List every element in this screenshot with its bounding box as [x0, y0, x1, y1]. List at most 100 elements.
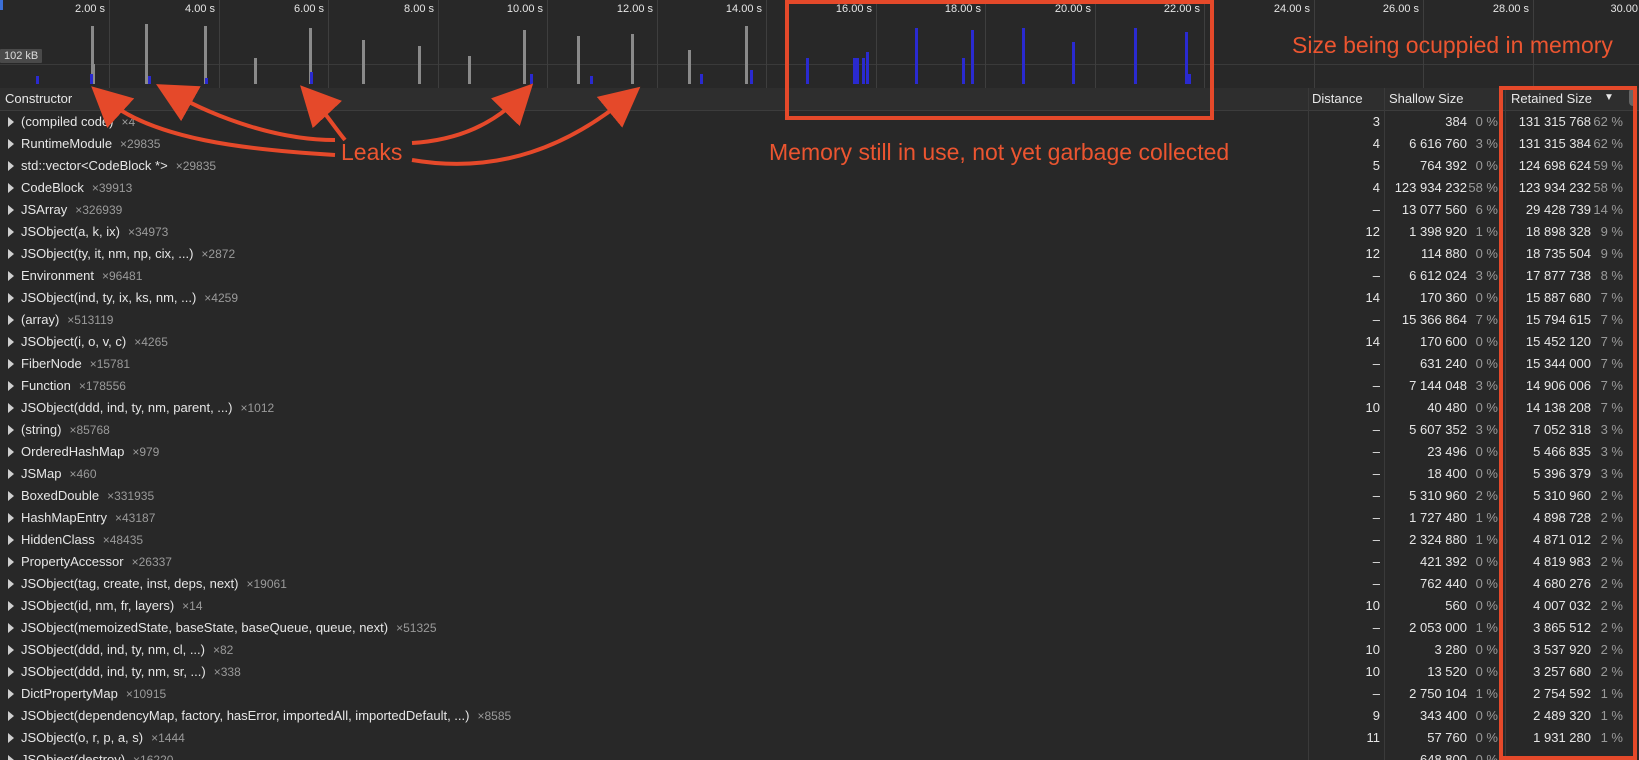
shallow-size-value: 2 053 000 [1409, 620, 1467, 635]
table-row[interactable]: JSObject(ddd, ind, ty, nm, parent, ...)×… [0, 397, 1639, 419]
instance-count: ×331935 [107, 489, 155, 503]
expand-triangle-icon[interactable] [8, 733, 14, 743]
expand-triangle-icon[interactable] [8, 535, 14, 545]
expand-triangle-icon[interactable] [8, 205, 14, 215]
column-divider[interactable] [1308, 88, 1309, 760]
column-header-shallow-size[interactable]: Shallow Size [1389, 91, 1464, 106]
expand-triangle-icon[interactable] [8, 623, 14, 633]
allocation-bar [745, 26, 748, 84]
expand-triangle-icon[interactable] [8, 337, 14, 347]
expand-triangle-icon[interactable] [8, 645, 14, 655]
column-divider[interactable] [1505, 88, 1506, 760]
live-allocation-bar [148, 76, 151, 84]
expand-triangle-icon[interactable] [8, 139, 14, 149]
live-allocation-bar [856, 58, 859, 84]
instance-count: ×16220 [133, 753, 174, 760]
distance-value: 10 [1365, 598, 1380, 613]
table-row[interactable]: JSObject(tag, create, inst, deps, next)×… [0, 573, 1639, 595]
timeline-gridline [657, 0, 658, 88]
expand-triangle-icon[interactable] [8, 227, 14, 237]
constructor-label: JSObject(id, nm, fr, layers) [21, 598, 175, 613]
constructor-name: JSObject(ddd, ind, ty, nm, cl, ...)×82 [21, 642, 233, 657]
annotation-leaks: Leaks [341, 139, 403, 165]
expand-triangle-icon[interactable] [8, 249, 14, 259]
expand-triangle-icon[interactable] [8, 711, 14, 721]
expand-triangle-icon[interactable] [8, 601, 14, 611]
table-row[interactable]: JSObject(memoizedState, baseState, baseQ… [0, 617, 1639, 639]
expand-triangle-icon[interactable] [8, 667, 14, 677]
retained-size-value: 4 871 012 [1533, 532, 1591, 547]
instance-count: ×29835 [120, 137, 161, 151]
constructor-name: (compiled code)×4 [21, 114, 135, 129]
expand-triangle-icon[interactable] [8, 513, 14, 523]
distance-value: 14 [1365, 290, 1380, 305]
expand-triangle-icon[interactable] [8, 579, 14, 589]
column-header-distance[interactable]: Distance [1312, 91, 1363, 106]
shallow-size-percent: 0 % [1475, 664, 1498, 679]
sort-descending-icon[interactable]: ▼ [1604, 92, 1614, 103]
expand-triangle-icon[interactable] [8, 557, 14, 567]
expand-triangle-icon[interactable] [8, 315, 14, 325]
expand-triangle-icon[interactable] [8, 689, 14, 699]
expand-triangle-icon[interactable] [8, 117, 14, 127]
expand-triangle-icon[interactable] [8, 425, 14, 435]
expand-triangle-icon[interactable] [8, 381, 14, 391]
expand-triangle-icon[interactable] [8, 271, 14, 281]
shallow-size-value: 40 480 [1427, 400, 1467, 415]
expand-triangle-icon[interactable] [8, 755, 14, 760]
expand-triangle-icon[interactable] [8, 447, 14, 457]
table-row[interactable]: JSObject(dependencyMap, factory, hasErro… [0, 705, 1639, 727]
instance-count: ×979 [132, 445, 160, 459]
expand-triangle-icon[interactable] [8, 161, 14, 171]
retained-size-percent: 2 % [1600, 554, 1623, 569]
instance-count: ×1444 [151, 731, 185, 745]
retained-size-percent: 2 % [1600, 598, 1623, 613]
selection-handle[interactable] [0, 0, 3, 10]
retained-size-value: 131 315 384 [1518, 136, 1591, 151]
expand-triangle-icon[interactable] [8, 469, 14, 479]
retained-size-percent: 7 % [1600, 334, 1623, 349]
expand-triangle-icon[interactable] [8, 293, 14, 303]
distance-value: – [1372, 576, 1380, 591]
retained-size-percent: 9 % [1600, 224, 1623, 239]
shallow-size-percent: 0 % [1475, 114, 1498, 129]
live-allocation-bar [1134, 28, 1137, 84]
column-header-retained-size[interactable]: Retained Size [1511, 91, 1592, 106]
expand-triangle-icon[interactable] [8, 403, 14, 413]
live-allocation-bar [862, 58, 865, 84]
column-header-constructor[interactable]: Constructor [5, 91, 73, 106]
expand-triangle-icon[interactable] [8, 359, 14, 369]
instance-count: ×26337 [131, 555, 172, 569]
timeline-scale-label: 102 kB [0, 49, 43, 63]
shallow-size-percent: 0 % [1475, 444, 1498, 459]
expand-triangle-icon[interactable] [8, 491, 14, 501]
expand-triangle-icon[interactable] [8, 183, 14, 193]
column-divider[interactable] [1384, 88, 1385, 760]
